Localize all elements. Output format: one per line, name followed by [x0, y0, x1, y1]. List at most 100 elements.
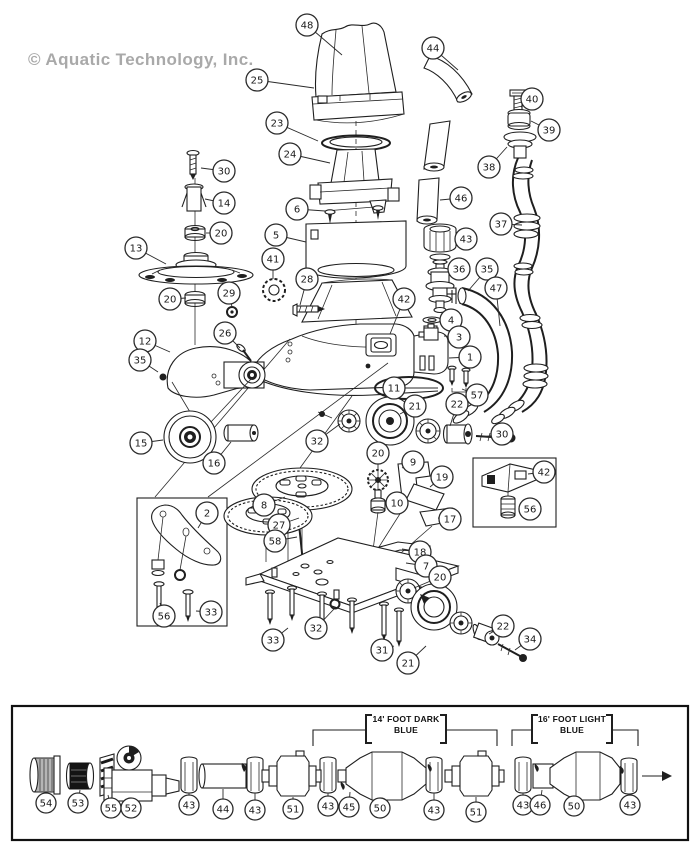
swivel-hoses [416, 55, 473, 225]
callout-30: 30 [212, 159, 236, 183]
svg-text:4: 4 [448, 316, 454, 327]
svg-text:55: 55 [105, 804, 118, 815]
svg-text:43: 43 [183, 801, 196, 812]
callout-33: 33 [199, 600, 223, 624]
callout-17: 17 [438, 507, 462, 531]
callout-9: 9 [401, 450, 425, 474]
plate-screws [264, 585, 405, 647]
svg-text:30: 30 [496, 430, 509, 441]
svg-text:53: 53 [72, 799, 85, 810]
callout-20: 20 [366, 441, 390, 465]
callout-54: 54 [35, 792, 57, 814]
svg-text:44: 44 [217, 805, 230, 816]
svg-text:43: 43 [624, 801, 637, 812]
hose-group-label-line1: 14' FOOT DARK [372, 714, 440, 724]
callout-43: 43 [317, 795, 339, 817]
callout-34: 34 [518, 627, 542, 651]
svg-text:21: 21 [409, 402, 422, 413]
gear-discs [223, 467, 353, 593]
svg-text:54: 54 [40, 799, 53, 810]
callout-32: 32 [304, 616, 328, 640]
callout-23: 23 [265, 111, 289, 135]
callout-50: 50 [369, 797, 391, 819]
left-arm-assembly [159, 346, 266, 464]
svg-text:2: 2 [204, 509, 210, 520]
callout-43: 43 [244, 799, 266, 821]
leader-lines [44, 24, 631, 812]
hose-group-label-line1: 16' FOOT LIGHT [537, 714, 607, 724]
svg-text:19: 19 [436, 473, 449, 484]
svg-text:3: 3 [456, 333, 462, 344]
callout-50: 50 [563, 795, 585, 817]
svg-text:18: 18 [414, 548, 427, 559]
callout-56: 56 [152, 604, 176, 628]
strip-connector-51b [444, 750, 505, 797]
callout-5: 5 [264, 223, 288, 247]
svg-text:25: 25 [251, 76, 264, 87]
callout-33: 33 [261, 628, 285, 652]
callout-35: 35 [475, 257, 499, 281]
strip-part-54 [29, 755, 61, 795]
hose-group-label-line2: BLUE [560, 725, 584, 735]
callout-43: 43 [619, 794, 641, 816]
svg-text:44: 44 [427, 44, 440, 55]
svg-text:28: 28 [301, 275, 314, 286]
svg-text:11: 11 [388, 384, 401, 395]
hose-group-label-16ft: 16' FOOT LIGHT BLUE [522, 714, 622, 736]
svg-text:36: 36 [453, 265, 466, 276]
svg-text:46: 46 [455, 194, 468, 205]
svg-text:23: 23 [271, 119, 284, 130]
svg-text:12: 12 [139, 337, 152, 348]
callout-32: 32 [305, 429, 329, 453]
callout-38: 38 [477, 155, 501, 179]
callout-46: 46 [529, 794, 551, 816]
callout-58: 58 [263, 529, 287, 553]
callout-36: 36 [447, 257, 471, 281]
svg-text:33: 33 [267, 636, 280, 647]
strip-nuts [180, 756, 638, 795]
svg-text:27: 27 [273, 521, 286, 532]
strip-float-50a [337, 751, 432, 801]
svg-text:52: 52 [125, 804, 138, 815]
callout-16: 16 [202, 451, 226, 475]
callout-42: 42 [392, 287, 416, 311]
svg-text:48: 48 [301, 21, 314, 32]
svg-text:32: 32 [310, 624, 323, 635]
callout-20: 20 [158, 287, 182, 311]
svg-text:51: 51 [470, 808, 483, 819]
svg-text:47: 47 [490, 284, 503, 295]
callout-10: 10 [385, 491, 409, 515]
watermark: © Aquatic Technology, Inc. [28, 50, 254, 69]
callout-44: 44 [212, 798, 234, 820]
callout-14: 14 [212, 191, 236, 215]
hose-group-label-14ft: 14' FOOT DARK BLUE [356, 714, 456, 736]
svg-text:14: 14 [218, 199, 231, 210]
svg-text:33: 33 [205, 608, 218, 619]
strip-arrow [642, 771, 672, 781]
cone-stand [309, 148, 400, 214]
gear-and-screws [226, 278, 325, 362]
svg-text:40: 40 [526, 95, 539, 106]
svg-text:51: 51 [287, 805, 300, 816]
feed-hose [451, 287, 514, 424]
svg-text:41: 41 [267, 255, 280, 266]
svg-text:24: 24 [284, 150, 297, 161]
callout-19: 19 [430, 465, 454, 489]
strip-connector-51a [261, 750, 322, 797]
callout-39: 39 [537, 118, 561, 142]
svg-text:46: 46 [534, 801, 547, 812]
callout-57: 57 [465, 383, 489, 407]
svg-text:6: 6 [294, 205, 300, 216]
svg-text:56: 56 [524, 505, 537, 516]
sweep-hose [491, 89, 549, 425]
svg-text:20: 20 [434, 573, 447, 584]
left-axle-stack [138, 149, 254, 308]
callout-29: 29 [217, 281, 241, 305]
callout-43: 43 [454, 227, 478, 251]
svg-text:43: 43 [460, 235, 473, 246]
callout-26: 26 [213, 321, 237, 345]
callout-30: 30 [490, 422, 514, 446]
svg-text:20: 20 [164, 295, 177, 306]
